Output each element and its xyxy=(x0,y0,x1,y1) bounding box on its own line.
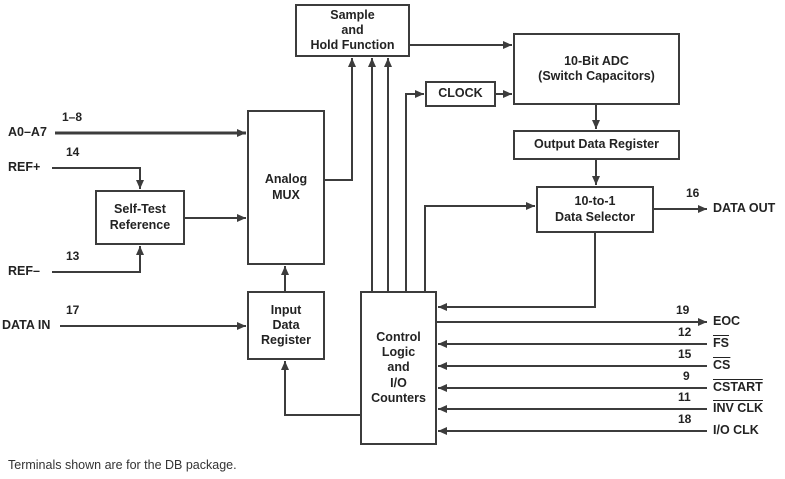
block-self-test-reference: Self-Test Reference xyxy=(95,190,185,245)
wire-control-to-selector xyxy=(424,202,535,291)
label-fs: FS xyxy=(713,336,729,350)
block-adc: 10-Bit ADC (Switch Capacitors) xyxy=(513,33,680,105)
block-adc-label: 10-Bit ADC (Switch Capacitors) xyxy=(538,53,655,83)
block-output-data-register: Output Data Register xyxy=(513,130,680,160)
wire-ref-minus xyxy=(52,246,144,273)
pin-15: 15 xyxy=(678,347,692,361)
block-output-data-register-label: Output Data Register xyxy=(533,137,659,152)
label-cs: CS xyxy=(713,358,731,372)
wire-selector-to-control xyxy=(438,233,596,311)
pin-12: 12 xyxy=(678,325,692,339)
block-input-data-register: Input Data Register xyxy=(247,291,325,360)
block-clock: CLOCK xyxy=(425,81,496,107)
wire-control-to-clock xyxy=(405,90,424,291)
pin-14: 14 xyxy=(66,145,80,159)
block-control-logic: Control Logic and I/O Counters xyxy=(360,291,437,445)
block-sample-hold: Sample and Hold Function xyxy=(295,4,410,57)
label-ref-plus: REF+ xyxy=(8,160,41,174)
block-clock-label: CLOCK xyxy=(438,86,483,101)
block-control-logic-label: Control Logic and I/O Counters xyxy=(371,329,426,405)
block-sample-hold-label: Sample and Hold Function xyxy=(310,7,395,53)
pin-13: 13 xyxy=(66,249,80,263)
pin-9: 9 xyxy=(683,369,690,383)
block-analog-mux-label: Analog MUX xyxy=(264,172,308,202)
label-inv-clk: INV CLK xyxy=(713,401,763,415)
label-cstart: CSTART xyxy=(713,380,763,394)
footnote: Terminals shown are for the DB package. xyxy=(8,458,237,472)
pin-18: 18 xyxy=(678,412,692,426)
label-eoc: EOC xyxy=(713,314,741,328)
pin-16: 16 xyxy=(686,186,700,200)
wire-ref-plus xyxy=(52,167,144,189)
wire-control-to-inputreg xyxy=(281,361,360,416)
pin-11: 11 xyxy=(678,390,691,404)
label-io-clk: I/O CLK xyxy=(713,423,759,437)
block-self-test-reference-label: Self-Test Reference xyxy=(109,202,171,232)
label-a0-a7: A0–A7 xyxy=(8,125,47,139)
wire-mux-to-samplehold xyxy=(325,58,356,181)
block-input-data-register-label: Input Data Register xyxy=(260,302,312,348)
pin-19: 19 xyxy=(676,303,690,317)
pin-17: 17 xyxy=(66,303,80,317)
block-analog-mux: Analog MUX xyxy=(247,110,325,265)
block-data-selector: 10-to-1 Data Selector xyxy=(536,186,654,233)
label-ref-minus: REF– xyxy=(8,264,40,278)
label-data-out: DATA OUT xyxy=(713,201,776,215)
block-data-selector-label: 10-to-1 Data Selector xyxy=(555,194,635,224)
label-data-in: DATA IN xyxy=(2,318,51,332)
pin-1-8: 1–8 xyxy=(62,110,83,124)
